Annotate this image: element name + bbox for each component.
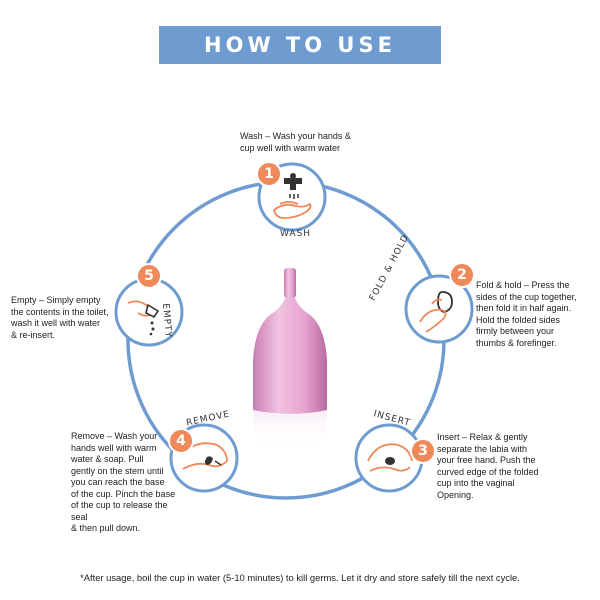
step-label-wash: WASH <box>280 229 312 239</box>
step-description-2: Fold & hold – Press the sides of the cup… <box>476 280 577 348</box>
footer-note: *After usage, boil the cup in water (5-1… <box>80 572 520 583</box>
step-badge-5: 5 <box>136 263 162 289</box>
page-title: HOW TO USE <box>204 33 396 57</box>
step-badge-4: 4 <box>168 428 194 454</box>
step-description-3: Insert – Relax & gently separate the lab… <box>437 432 539 500</box>
title-banner: HOW TO USE <box>159 26 441 64</box>
step-badge-2: 2 <box>449 262 475 288</box>
fold-cup-icon <box>419 291 453 333</box>
step-badge-1: 1 <box>256 161 282 187</box>
step-description-4: Remove – Wash your hands well with warm … <box>71 431 176 533</box>
step-description-1: Wash – Wash your hands & cup well with w… <box>240 131 351 153</box>
insert-cup-icon <box>367 443 413 472</box>
step-description-5: Empty – Simply empty the contents in the… <box>11 295 109 340</box>
wash-hands-icon <box>272 173 312 219</box>
step-badge-3: 3 <box>410 438 436 464</box>
menstrual-cup-image <box>253 268 327 448</box>
empty-cup-icon <box>127 300 160 336</box>
